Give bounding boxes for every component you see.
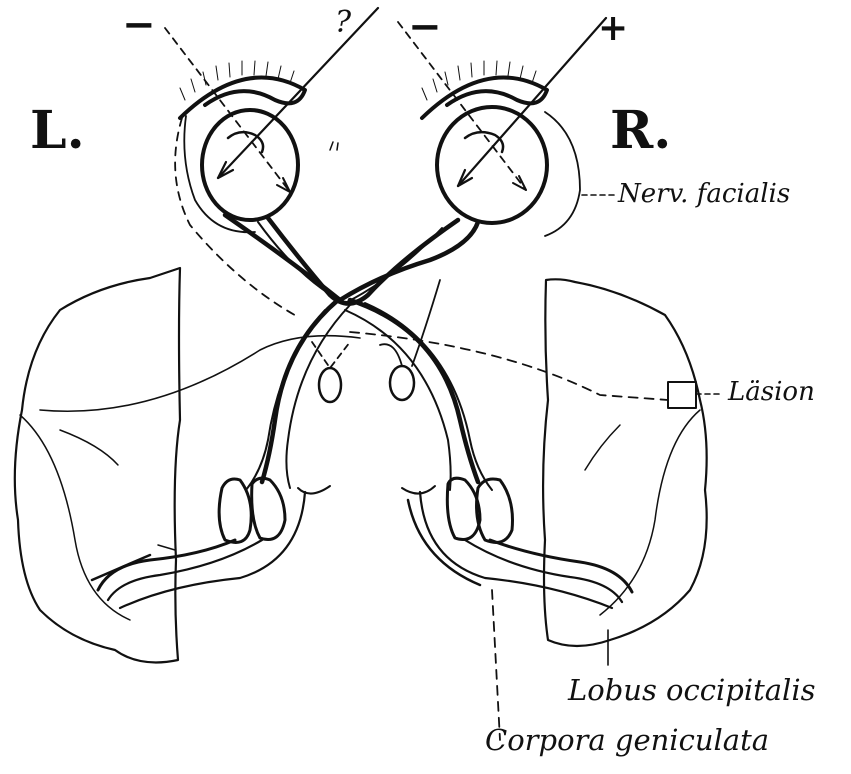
right-facial-nerve <box>545 112 580 236</box>
left-optic-tract <box>246 300 350 490</box>
right-hemisphere <box>543 279 707 646</box>
right-plus-sign: + <box>598 7 628 49</box>
corpora-geniculata-label: Corpora geniculata <box>485 723 769 757</box>
left-minus-sign: − <box>122 1 156 48</box>
right-side-label: R. <box>610 100 671 161</box>
lesion-label: Läsion <box>727 377 815 407</box>
optic-chiasm <box>225 215 478 304</box>
left-side-label: L. <box>30 100 85 161</box>
lesion-cross-line <box>40 336 360 412</box>
right-eye <box>437 107 547 223</box>
left-geniculate-bodies <box>219 478 330 542</box>
left-eye <box>202 110 298 220</box>
lesion-box <box>668 382 696 408</box>
geniculate-leader <box>492 590 500 740</box>
right-optic-tract <box>345 300 492 490</box>
question-mark: ? <box>335 5 352 40</box>
lobus-occipitalis-label: Lobus occipitalis <box>567 673 816 707</box>
left-optic-radiation <box>92 492 305 608</box>
nerve-facialis-label: Nerv. facialis <box>617 179 790 209</box>
left-hemisphere <box>15 268 180 662</box>
right-optic-radiation <box>408 492 632 608</box>
